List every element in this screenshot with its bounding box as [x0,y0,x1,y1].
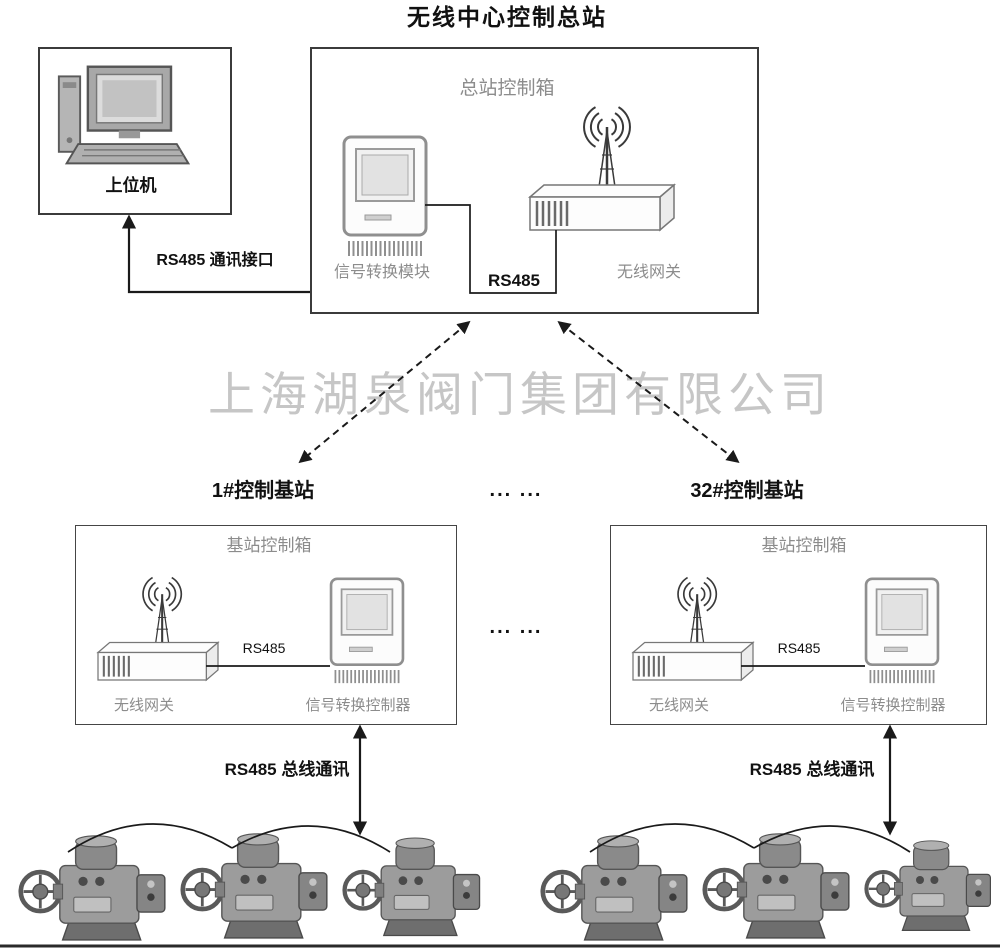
master-station-box: 总站控制箱 信号转换模块 无线网关 RS485 [310,47,759,314]
gateway-label: 无线网关 [113,697,175,714]
valve-actuator-icon [180,828,338,940]
host-computer-label: 上位机 [105,176,157,195]
wireless-gateway-antenna-icon [96,576,220,682]
controller-label: 信号转换控制器 [840,697,946,714]
base-right-box: 基站控制箱 无线网关 RS485 信号转换控制器 [610,525,987,725]
base-left-title: 1#控制基站 [211,480,315,502]
base-box-label: 基站控制箱 [761,536,847,555]
base-box-label: 基站控制箱 [226,536,312,555]
bus-label-left: RS485 总线通讯 [224,760,350,779]
valve-actuator-icon [702,828,860,940]
host-link-label: RS485 通讯接口 [156,252,274,269]
ellipsis-middle: ... ... [489,616,543,638]
signal-module-label: 信号转换模块 [333,264,431,281]
master-rs485-label: RS485 [488,271,540,290]
controller-icon [864,577,940,684]
valve-actuator-icon [18,830,176,942]
bus-label-right: RS485 总线通讯 [749,760,875,779]
base-right-title: 32#控制基站 [690,480,804,502]
master-box-label: 总站控制箱 [459,78,555,99]
gateway-label: 无线网关 [648,697,710,714]
valve-actuator-icon [342,832,490,938]
controller-icon [329,577,405,684]
ellipsis-top: ... ... [489,479,543,501]
host-computer-box: 上位机 [38,47,232,215]
base-left-box: 基站控制箱 无线网关 RS485 信号转换控制器 [75,525,457,725]
valve-actuator-icon [540,830,698,942]
gateway-label: 无线网关 [616,264,682,281]
desktop-computer-icon [57,65,190,165]
controller-label: 信号转换控制器 [305,697,411,714]
rs485-label: RS485 [242,640,286,656]
valve-actuator-icon [864,832,1000,936]
signal-module-icon [342,135,428,257]
diagram-title: 无线中心控制总站 [407,4,607,30]
wireless-gateway-antenna-icon [528,105,676,232]
company-watermark: 上海湖泉阀门集团有限公司 [208,368,832,421]
wireless-gateway-antenna-icon [631,576,755,682]
rs485-label: RS485 [777,640,821,656]
